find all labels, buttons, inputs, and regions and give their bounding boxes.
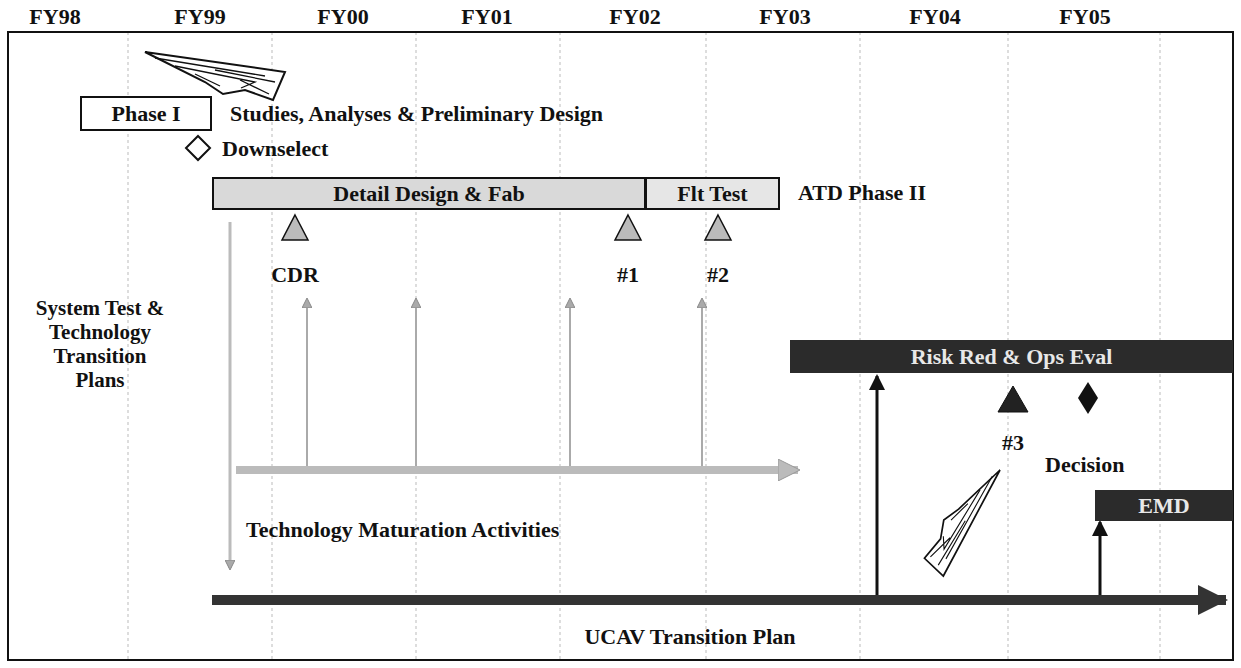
fiscal-year: FY02	[609, 4, 660, 29]
phase-label: EMD	[1138, 493, 1189, 519]
phase-label: Phase I	[111, 101, 180, 127]
phase-box: Phase I	[80, 96, 212, 131]
fiscal-year: FY03	[759, 4, 810, 29]
phase-name: ATD Phase II	[798, 180, 926, 205]
milestone-label: CDR	[271, 262, 319, 287]
callout-number: #1	[617, 262, 639, 287]
fiscal-year: FY05	[1059, 4, 1110, 29]
phase-label: Flt Test	[677, 181, 747, 207]
side-heading: System Test & Technology Transition Plan…	[33, 296, 168, 393]
phase-bar: Risk Red & Ops Eval	[790, 340, 1233, 373]
phase-bar: Detail Design & Fab	[212, 177, 646, 210]
phase-label: Risk Red & Ops Eval	[911, 344, 1113, 370]
milestone-label: Decision	[1045, 452, 1124, 477]
fiscal-year: FY98	[29, 4, 80, 29]
plan-label: UCAV Transition Plan	[584, 624, 795, 649]
callout-number: #2	[707, 262, 729, 287]
fiscal-year: FY04	[909, 4, 960, 29]
fiscal-year: FY99	[174, 4, 225, 29]
activity-label: Technology Maturation Activities	[246, 517, 559, 542]
phase-label: Detail Design & Fab	[333, 181, 524, 207]
phase-description: Studies, Analyses & Preliminary Design	[230, 101, 603, 126]
fiscal-year: FY01	[461, 4, 512, 29]
phase-bar: Flt Test	[645, 177, 780, 210]
callout-number: #3	[1002, 430, 1024, 455]
milestone-label: Downselect	[222, 136, 328, 161]
fiscal-year: FY00	[317, 4, 368, 29]
phase-bar: EMD	[1095, 490, 1233, 521]
